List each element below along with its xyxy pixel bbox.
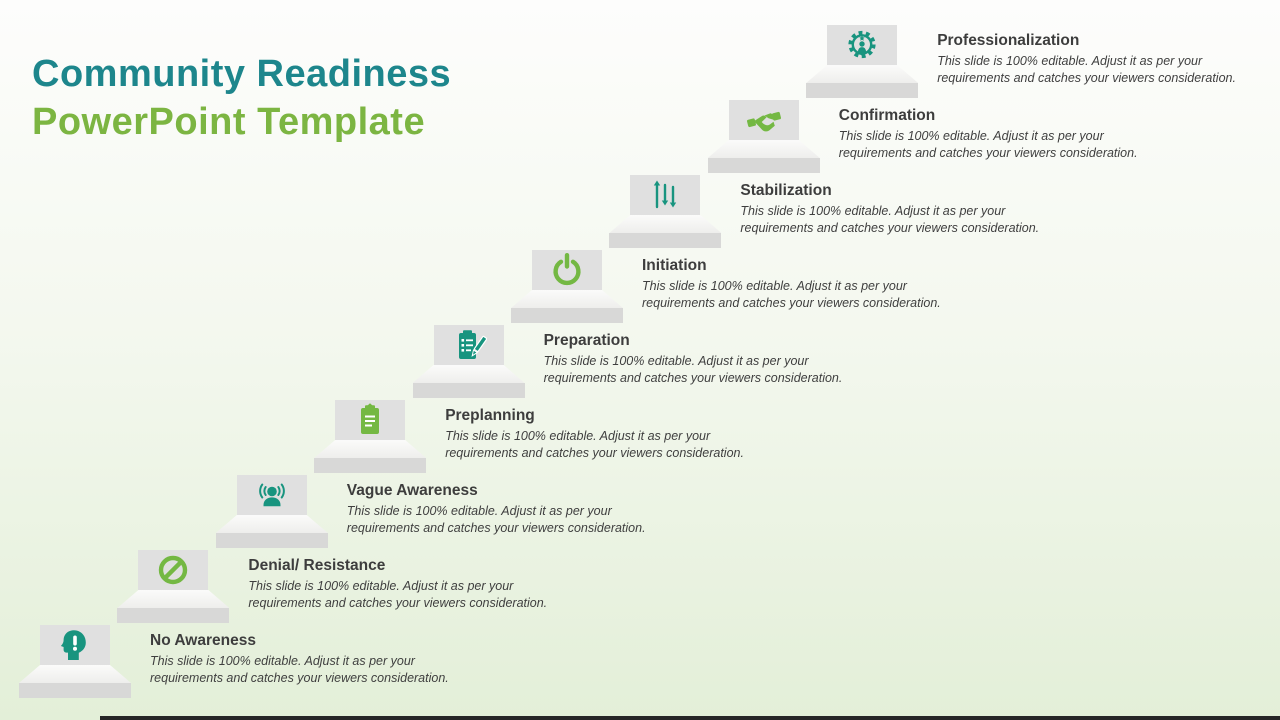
step-description: This slide is 100% editable. Adjust it a… — [937, 53, 1280, 86]
step-description-line2: requirements and catches your viewers co… — [642, 295, 941, 310]
step-title: Professionalization — [937, 32, 1080, 49]
step-icon-plate — [236, 475, 307, 515]
head-exclamation-icon — [60, 630, 86, 660]
step-pedestal-slope — [412, 365, 525, 383]
step-pedestal-slope — [117, 590, 230, 608]
step-text-block: Professionalization This slide is 100% e… — [937, 32, 1280, 86]
step-description-line2: requirements and catches your viewers co… — [248, 595, 548, 610]
sliders-icon — [654, 180, 677, 209]
step-description: This slide is 100% editable. Adjust it a… — [839, 128, 1184, 161]
page-title-line2: PowerPoint Template — [32, 101, 426, 143]
step-description: This slide is 100% editable. Adjust it a… — [248, 578, 593, 611]
step-description: This slide is 100% editable. Adjust it a… — [740, 203, 1085, 236]
clipboard-icon — [361, 403, 380, 434]
step-description-line2: requirements and catches your viewers co… — [346, 520, 646, 535]
step-icon-plate — [40, 625, 110, 665]
step-title: Preparation — [543, 332, 630, 349]
step-text-block: Stabilization This slide is 100% editabl… — [740, 182, 1085, 236]
step-text-block: Vague Awareness This slide is 100% edita… — [347, 482, 692, 536]
clipboard-pencil-icon — [458, 330, 487, 359]
handshake-icon — [746, 111, 781, 132]
step-description: This slide is 100% editable. Adjust it a… — [150, 653, 495, 686]
step-text-block: Preplanning This slide is 100% editable.… — [445, 407, 790, 461]
step-pedestal-base — [215, 533, 328, 548]
step-icon-plate — [630, 175, 701, 215]
step-pedestal-slope — [511, 290, 623, 308]
step-description-line1: This slide is 100% editable. Adjust it a… — [445, 429, 711, 443]
step-title: Stabilization — [740, 182, 832, 199]
step-description-line1: This slide is 100% editable. Adjust it a… — [838, 129, 1104, 143]
step-description-line1: This slide is 100% editable. Adjust it a… — [248, 579, 514, 593]
step-text-block: Denial/ Resistance This slide is 100% ed… — [248, 557, 593, 611]
step-pedestal-slope — [609, 215, 722, 233]
step-description: This slide is 100% editable. Adjust it a… — [347, 503, 692, 536]
step-icon-plate — [433, 325, 504, 365]
step-description-line1: This slide is 100% editable. Adjust it a… — [543, 354, 809, 368]
step-text-block: Initiation This slide is 100% editable. … — [642, 257, 987, 311]
step-icon-plate — [827, 25, 898, 65]
step-description: This slide is 100% editable. Adjust it a… — [445, 428, 790, 461]
step-description-line1: This slide is 100% editable. Adjust it a… — [740, 204, 1006, 218]
step-text-block: Preparation This slide is 100% editable.… — [544, 332, 889, 386]
step-icon-plate — [532, 250, 602, 290]
step-pedestal-slope — [19, 665, 131, 683]
step-title: Preplanning — [445, 407, 535, 424]
step-pedestal-base — [707, 158, 820, 173]
person-broadcast-icon — [258, 483, 285, 507]
step-description-line2: requirements and catches your viewers co… — [543, 370, 843, 385]
step-icon-plate — [138, 550, 209, 590]
step-icon-plate — [728, 100, 799, 140]
step-title: Initiation — [642, 257, 707, 274]
prohibition-icon — [159, 555, 188, 585]
step-description: This slide is 100% editable. Adjust it a… — [544, 353, 889, 386]
bottom-edge-bar — [100, 716, 1280, 720]
step-description-line2: requirements and catches your viewers co… — [740, 220, 1040, 235]
step-pedestal-slope — [707, 140, 820, 158]
step-description-line1: This slide is 100% editable. Adjust it a… — [642, 279, 907, 293]
step-pedestal-slope — [314, 440, 427, 458]
step-pedestal-base — [19, 683, 131, 698]
step-title: Confirmation — [838, 107, 936, 124]
step-pedestal-base — [314, 458, 427, 473]
step-description-line2: requirements and catches your viewers co… — [150, 670, 449, 685]
step-description-line1: This slide is 100% editable. Adjust it a… — [346, 504, 612, 518]
power-icon — [553, 253, 581, 286]
step-description-line2: requirements and catches your viewers co… — [838, 145, 1138, 160]
step-pedestal-base — [412, 383, 525, 398]
step-pedestal-slope — [806, 65, 919, 83]
step-description-line1: This slide is 100% editable. Adjust it a… — [937, 54, 1203, 68]
step-title: Vague Awareness — [346, 482, 478, 499]
step-description-line2: requirements and catches your viewers co… — [445, 445, 744, 460]
step-pedestal-base — [511, 308, 623, 323]
page-title: Community Readiness PowerPoint Template — [32, 50, 451, 146]
gear-person-icon — [848, 30, 876, 59]
step-text-block: Confirmation This slide is 100% editable… — [839, 107, 1184, 161]
step-title: No Awareness — [150, 632, 256, 649]
step-description: This slide is 100% editable. Adjust it a… — [642, 278, 987, 311]
step-description-line1: This slide is 100% editable. Adjust it a… — [150, 654, 415, 668]
step-pedestal-base — [806, 83, 919, 98]
step-text-block: No Awareness This slide is 100% editable… — [150, 632, 495, 686]
step-pedestal-base — [609, 233, 722, 248]
step-icon-plate — [335, 400, 406, 440]
page-title-line1: Community Readiness — [32, 53, 452, 95]
step-pedestal-base — [117, 608, 230, 623]
step-title: Denial/ Resistance — [248, 557, 386, 574]
step-pedestal-slope — [215, 515, 328, 533]
step-description-line2: requirements and catches your viewers co… — [937, 70, 1236, 85]
